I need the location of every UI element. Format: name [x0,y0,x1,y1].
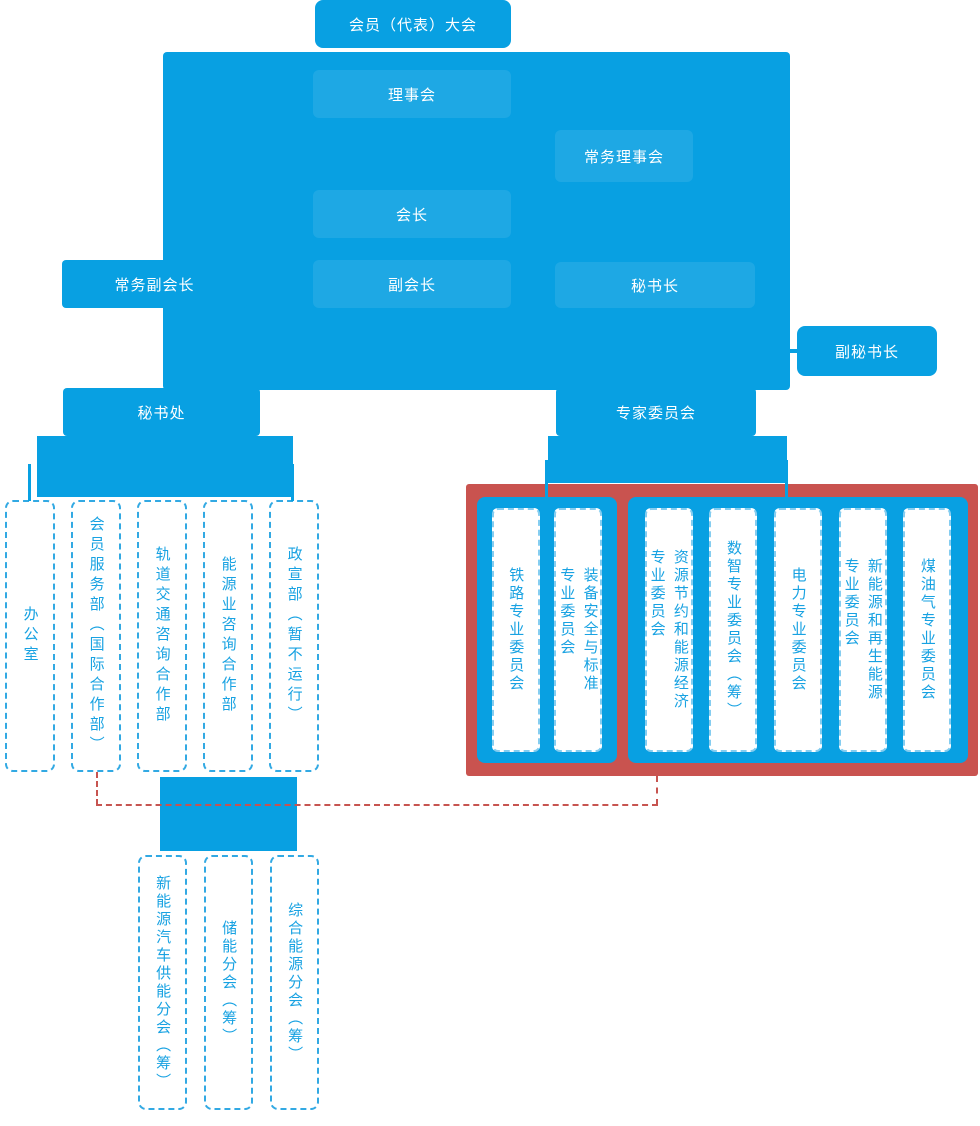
branch-box-ev-energy-supply-label: 新能源汽车供能分会（筹） [154,874,172,1091]
node-executive-vice-president-label: 常务副会长 [114,276,195,294]
branch-box-integrated-energy: 综合能源分会（筹） [270,855,319,1110]
dept-box-rail-transit-consulting-label: 轨道交通咨询合作部 [153,546,171,726]
connector-drop-panel-1 [545,460,548,500]
committee-box-railway: 铁路专业委员会 [491,508,540,752]
node-expert-committee: 专家委员会 [556,388,756,436]
connector-drop-publicity [291,464,294,501]
node-expert-committee-label: 专家委员会 [615,404,696,422]
node-secretariat: 秘书处 [63,388,260,436]
branch-row: 新能源汽车供能分会（筹） 储能分会（筹） 综合能源分会（筹） [138,855,319,1110]
branch-box-ev-energy-supply: 新能源汽车供能分会（筹） [138,855,187,1110]
dept-box-energy-consulting: 能源业咨询合作部 [203,500,253,772]
committee-box-digital-intelligence: 数智专业委员会（筹） [709,508,758,752]
dept-box-energy-consulting-label: 能源业咨询合作部 [219,556,237,716]
committee-box-electric-power-label: 电力专业委员会 [789,567,807,693]
node-member-assembly-label: 会员（代表）大会 [348,16,477,34]
node-vice-president: 副会长 [313,260,511,308]
committee-box-resource-energy-economy-label: 资源节约和能源经济 专业委员会 [648,549,689,711]
connector-drop-panel-2 [785,460,788,500]
node-secretary-general-label: 秘书长 [630,277,679,295]
red-dashed-connector-right [656,776,658,805]
committee-box-new-renewable-energy: 新能源和再生能源 专业委员会 [838,508,887,752]
dept-box-publicity: 政宣部（暂不运行） [269,500,319,772]
node-standing-council-label: 常务理事会 [583,148,664,166]
committee-box-railway-label: 铁路专业委员会 [507,567,525,693]
red-dashed-connector-horizontal [96,804,658,806]
committee-box-equipment-safety-standards-label: 装备安全与标准 专业委员会 [558,567,599,693]
node-secretariat-label: 秘书处 [137,404,186,422]
node-vice-president-label: 副会长 [387,276,436,294]
dept-box-member-services: 会员服务部（国际合作部） [71,500,121,772]
committee-box-new-renewable-energy-label: 新能源和再生能源 专业委员会 [842,558,883,702]
node-executive-vice-president: 常务副会长 [62,260,247,308]
connector-bar-expert-committee [548,436,787,483]
node-president: 会长 [313,190,511,238]
main-block-background [163,52,790,390]
committee-box-resource-energy-economy: 资源节约和能源经济 专业委员会 [644,508,693,752]
node-council-label: 理事会 [387,86,436,104]
node-standing-council: 常务理事会 [555,130,693,182]
dept-box-member-services-label: 会员服务部（国际合作部） [87,516,105,756]
node-member-assembly: 会员（代表）大会 [315,0,511,48]
red-dashed-connector-left [96,772,98,805]
connector-deputy-secretary-general [788,349,797,353]
node-president-label: 会长 [395,206,428,224]
connector-block-branches [160,777,297,851]
connector-bar-secretariat [37,436,293,497]
node-secretary-general: 秘书长 [555,262,755,308]
dept-box-office-label: 办公室 [21,606,39,666]
committee-box-coal-oil-gas-label: 煤油气专业委员会 [918,558,936,702]
special-committees-frame: 铁路专业委员会 装备安全与标准 专业委员会 资源节约和能源经济 专业委员会 数智… [466,484,978,776]
committee-box-digital-intelligence-label: 数智专业委员会（筹） [724,540,742,720]
special-committees-panel-2: 资源节约和能源经济 专业委员会 数智专业委员会（筹） 电力专业委员会 新能源和再… [628,497,968,763]
special-committees-panel-1: 铁路专业委员会 装备安全与标准 专业委员会 [477,497,617,763]
branch-box-energy-storage: 储能分会（筹） [204,855,253,1110]
connector-drop-office [28,464,31,501]
department-row: 办公室 会员服务部（国际合作部） 轨道交通咨询合作部 能源业咨询合作部 政宣部（… [5,500,319,772]
node-council: 理事会 [313,70,511,118]
dept-box-office: 办公室 [5,500,55,772]
committee-box-equipment-safety-standards: 装备安全与标准 专业委员会 [554,508,603,752]
node-deputy-secretary-general: 副秘书长 [797,326,937,376]
committee-box-electric-power: 电力专业委员会 [773,508,822,752]
node-deputy-secretary-general-label: 副秘书长 [834,343,899,361]
branch-box-energy-storage-label: 储能分会（筹） [220,919,238,1046]
committee-box-coal-oil-gas: 煤油气专业委员会 [903,508,952,752]
branch-box-integrated-energy-label: 综合能源分会（筹） [286,901,304,1064]
dept-box-rail-transit-consulting: 轨道交通咨询合作部 [137,500,187,772]
dept-box-publicity-label: 政宣部（暂不运行） [285,546,303,726]
